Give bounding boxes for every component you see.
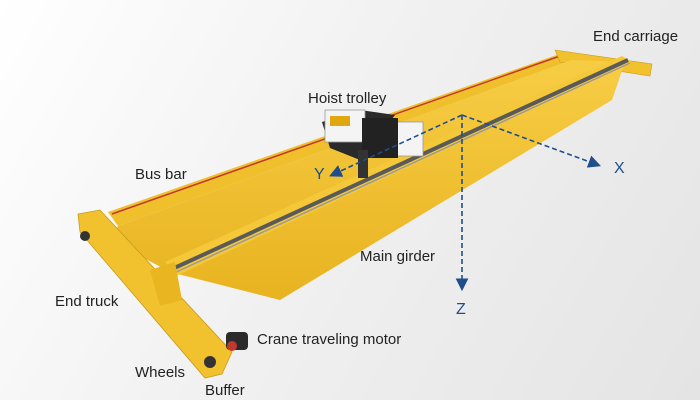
label-buffer: Buffer <box>205 382 245 399</box>
axis-label-x: X <box>614 160 625 177</box>
axis-label-z: Z <box>456 301 466 318</box>
label-crane-traveling-motor: Crane traveling motor <box>257 331 402 348</box>
rail-highlight <box>171 62 631 275</box>
label-end-carriage: End carriage <box>593 28 679 45</box>
label-wheels: Wheels <box>135 364 186 381</box>
hoist-trolley <box>322 109 424 178</box>
rail <box>169 58 629 272</box>
coordinate-axes <box>329 114 602 292</box>
label-hoist-trolley: Hoist trolley <box>308 90 387 107</box>
label-bus-bar: Bus bar <box>135 166 187 183</box>
label-end-truck: End truck <box>55 293 119 310</box>
x-axis <box>461 114 602 168</box>
label-main-girder: Main girder <box>360 248 436 265</box>
girder-joint <box>150 262 182 306</box>
wheel <box>80 231 90 241</box>
end-truck <box>77 209 233 379</box>
axis-label-y: Y <box>314 166 325 183</box>
buffer <box>227 341 237 351</box>
wheel <box>204 356 216 368</box>
